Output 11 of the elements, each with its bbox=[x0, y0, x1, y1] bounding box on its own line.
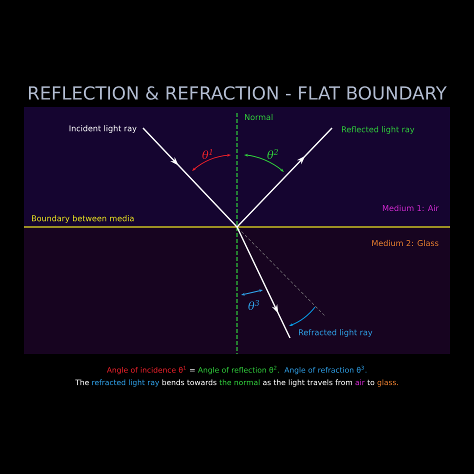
ray-label: Reflected light ray bbox=[342, 126, 414, 134]
boundary-label: Boundary between media bbox=[32, 215, 134, 223]
angle-label: θ$^{1}$ bbox=[202, 149, 212, 159]
ray-label: Refracted light ray bbox=[299, 329, 372, 337]
angle-label: θ$^{2}$ bbox=[267, 149, 278, 159]
axis-label: Normal bbox=[244, 114, 272, 120]
medium-label: Medium 2: Glass bbox=[372, 240, 438, 246]
title: REFLECTION & REFRACTION - FLAT BOUNDARY bbox=[29, 86, 447, 100]
angle-label: θ$^{3}$ bbox=[248, 300, 260, 310]
medium-label: Medium 1: Air bbox=[382, 204, 439, 212]
ray-label: Incident light ray bbox=[70, 125, 137, 133]
